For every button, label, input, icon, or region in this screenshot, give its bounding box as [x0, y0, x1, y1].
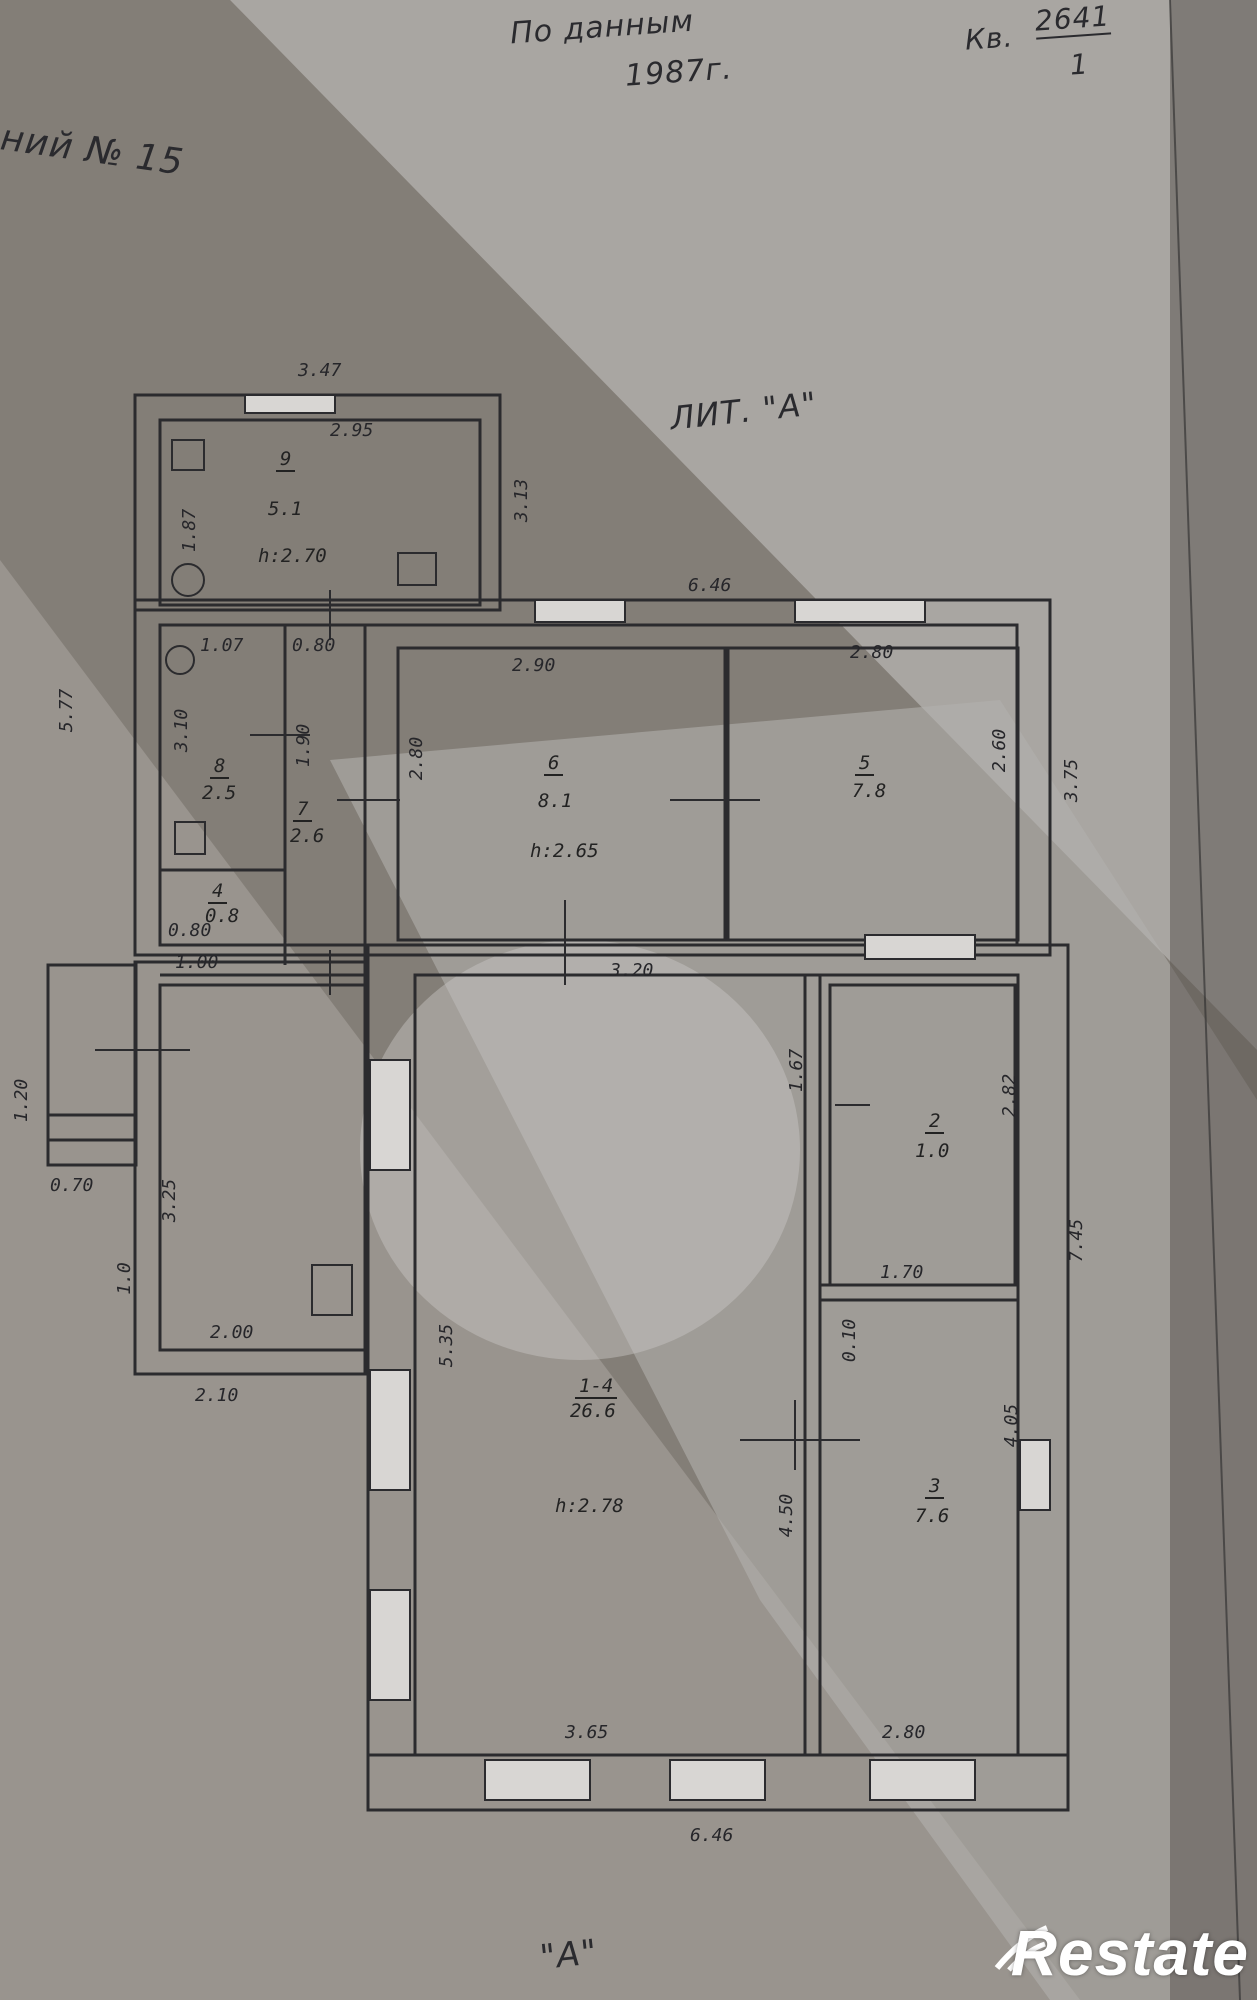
dim-main-bottom: 6.46 [690, 1825, 734, 1846]
room-8-area: 2.5 [202, 782, 237, 804]
dim-room9-left: 1.87 [179, 508, 201, 553]
dim-room7-side: 1.90 [293, 723, 315, 768]
dim-room2-bottom: 1.70 [880, 1262, 924, 1283]
dim-room3-side: 4.05 [1001, 1403, 1023, 1448]
room-9-height: h:2.70 [258, 545, 327, 567]
room-3-number: 3 [925, 1475, 945, 1499]
dim-right-upper: 3.75 [1061, 758, 1083, 803]
room-7-area: 2.6 [290, 825, 325, 847]
room-4-area: 0.8 [205, 905, 240, 927]
room-1-4-height: h:2.78 [555, 1495, 624, 1517]
room-9-area: 5.1 [268, 498, 303, 520]
room-9-number: 9 [276, 448, 296, 472]
dim-room6-top: 2.90 [512, 655, 556, 676]
room-8-number: 8 [210, 755, 230, 779]
room-6-number: 6 [544, 752, 564, 776]
dim-room1-bottom: 3.65 [565, 1722, 609, 1743]
room-6-height: h:2.65 [530, 840, 599, 862]
dim-left-total: 5.77 [56, 688, 78, 733]
room-2-number: 2 [925, 1110, 945, 1134]
dim-right-lower: 7.45 [1066, 1218, 1088, 1263]
room-5-number: 5 [855, 752, 875, 776]
room-6-area: 8.1 [538, 790, 573, 812]
dim-top-outer: 3.47 [298, 360, 342, 381]
dim-left-step: 1.20 [11, 1078, 33, 1123]
dim-room3-left: 4.50 [776, 1493, 798, 1538]
dim-room1-top: 3.20 [610, 960, 654, 981]
dim-room1-left-inner: 5.35 [436, 1323, 458, 1368]
room-4-number: 4 [208, 880, 228, 904]
room-5-area: 7.8 [852, 780, 887, 802]
dim-main-top: 6.46 [688, 575, 732, 596]
restate-logo: Restate [1010, 1917, 1249, 1989]
dim-hall-low: 1.0 [113, 1262, 135, 1295]
dim-room8-top: 1.07 [200, 635, 244, 656]
dim-hall-bottom-outer: 2.10 [195, 1385, 239, 1406]
dim-porch-width: 0.70 [50, 1175, 94, 1196]
dim-hall-bottom-inner: 2.00 [210, 1322, 254, 1343]
room-1-4-number: 1-4 [575, 1375, 618, 1399]
dim-room1-side: 1.67 [786, 1048, 808, 1093]
dim-room2-right: 2.82 [999, 1073, 1021, 1118]
room-1-4-area: 26.6 [570, 1400, 616, 1422]
dim-room5-right: 2.60 [989, 728, 1011, 773]
dim-room8-side: 3.10 [171, 708, 193, 753]
dim-room9-right: 3.13 [511, 478, 533, 523]
dim-small-room-bottom: 1.00 [175, 952, 219, 973]
dim-top-inner-room9: 2.95 [330, 420, 374, 441]
dim-room6-left: 2.80 [406, 736, 428, 781]
room-2-area: 1.0 [915, 1140, 950, 1162]
room-7-number: 7 [293, 798, 313, 822]
dim-hall-side: 3.25 [159, 1178, 181, 1223]
broadcast-icon [994, 1925, 1049, 1972]
dim-doorside: 0.10 [839, 1318, 861, 1363]
dim-room7-top: 0.80 [292, 635, 336, 656]
dim-room5-top: 2.80 [850, 642, 894, 663]
room-3-area: 7.6 [915, 1505, 950, 1527]
dim-room3-bottom: 2.80 [882, 1722, 926, 1743]
dim-stove-width: 0.80 [168, 920, 212, 941]
